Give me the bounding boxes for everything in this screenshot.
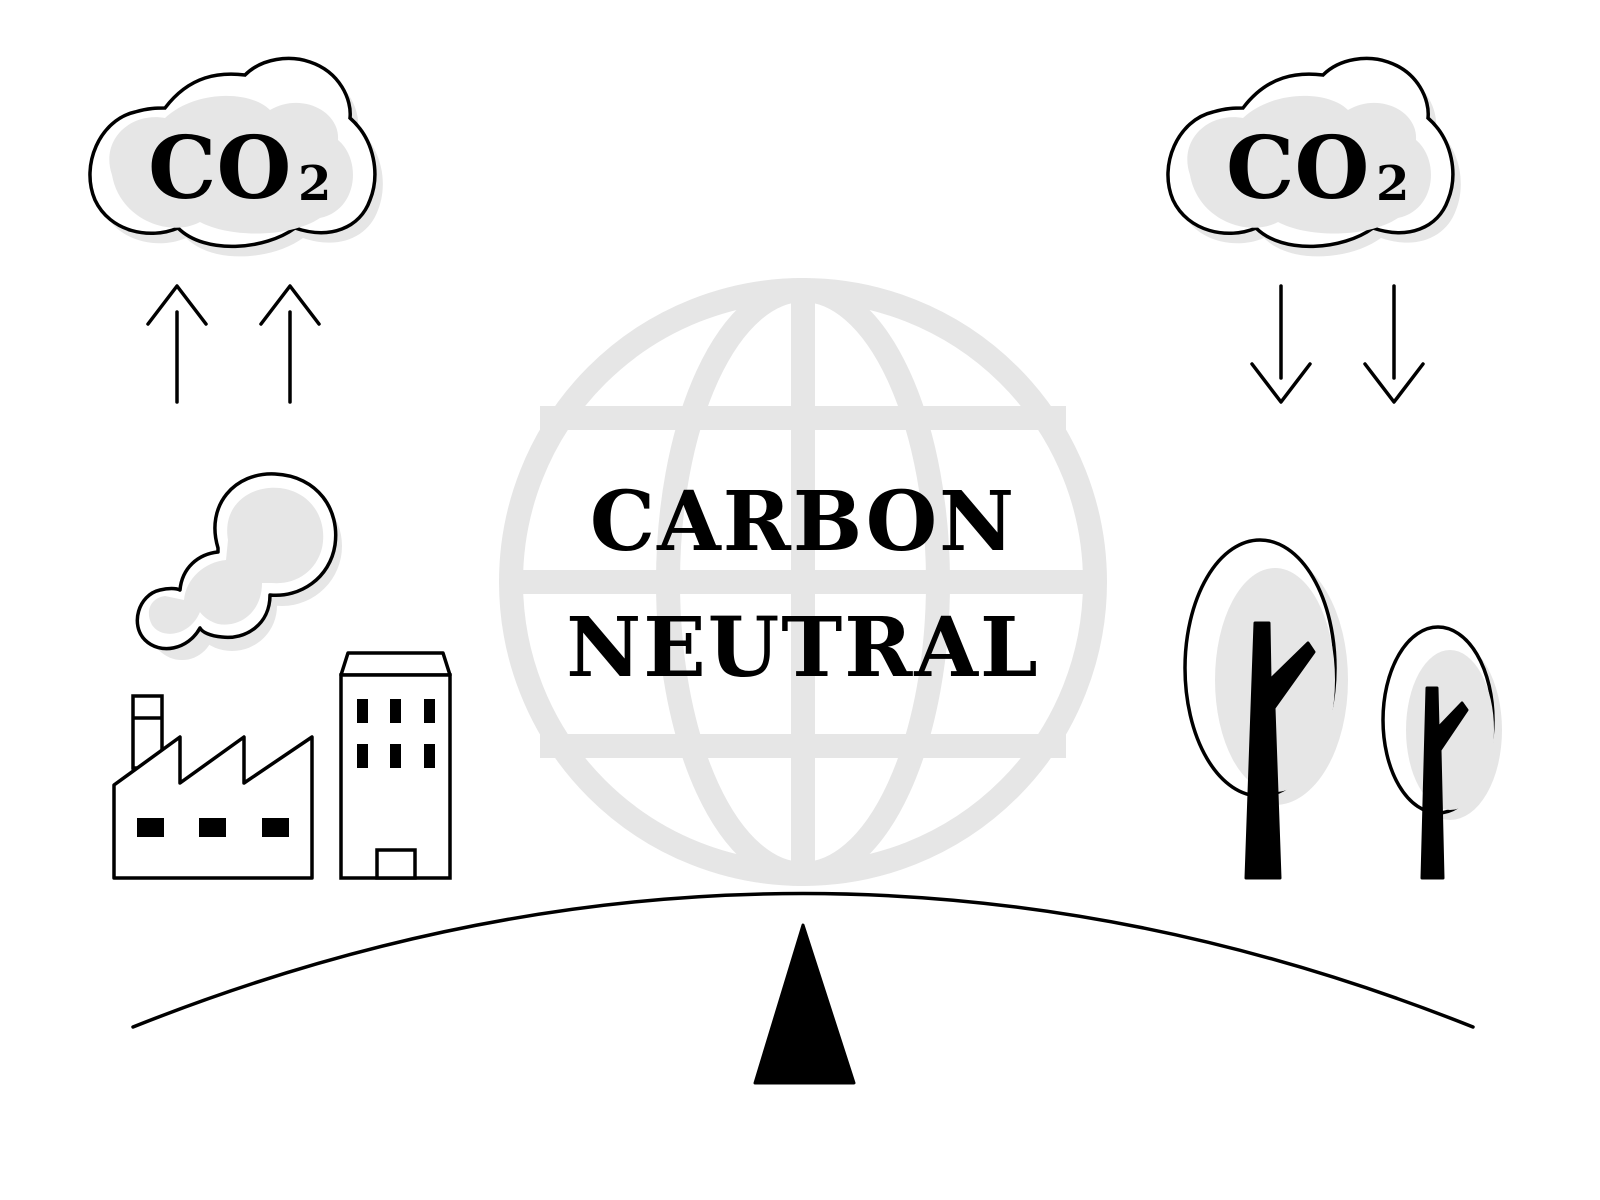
arrow-down-icon	[1250, 284, 1312, 404]
balance-scale-icon	[131, 891, 1475, 1085]
left-co2-cloud: CO 2	[88, 56, 383, 257]
arrow-up-icon	[259, 284, 321, 404]
emission-arrows	[146, 284, 321, 404]
factory-icon	[112, 694, 314, 880]
arrow-up-icon	[146, 284, 208, 404]
arrow-down-icon	[1363, 284, 1425, 404]
tree-icon	[1183, 538, 1348, 880]
tree-icon	[1381, 625, 1502, 880]
office-building-icon	[339, 651, 452, 880]
co2-label: CO	[1226, 118, 1369, 219]
co2-subscript: 2	[298, 156, 331, 212]
smoke-icon	[135, 472, 342, 660]
co2-label: CO	[148, 118, 291, 219]
headline-line-1: CARBON	[590, 474, 1016, 570]
co2-cloud-icon	[88, 56, 383, 257]
co2-subscript: 2	[1376, 156, 1409, 212]
headline: CARBON NEUTRAL	[566, 474, 1039, 696]
headline-line-2: NEUTRAL	[566, 600, 1039, 696]
globe-icon	[499, 278, 1107, 886]
absorption-arrows	[1250, 284, 1425, 404]
right-co2-cloud: CO 2	[1166, 56, 1461, 257]
co2-cloud-icon	[1166, 56, 1461, 257]
